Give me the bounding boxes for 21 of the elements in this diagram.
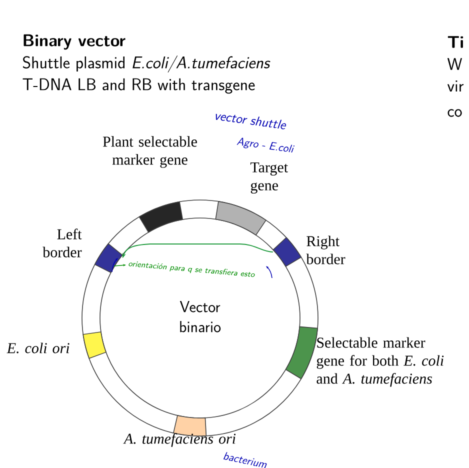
- segment-label: Left border: [42, 228, 82, 258]
- gene-segment: [94, 243, 123, 274]
- handwritten-note: bacterium: [223, 452, 267, 468]
- text-line: W: [447, 58, 462, 70]
- segment-label: Right border: [306, 236, 346, 264]
- handwritten-note: Agro - E.coli: [236, 138, 295, 152]
- gene-segment: [138, 201, 184, 233]
- segment-label: Selectable marker gene for both E. coli and A. tumefaciens: [316, 337, 444, 387]
- segment-label: E. coli ori: [6, 342, 70, 354]
- text-line: vir: [447, 80, 464, 92]
- text-line: Shuttle plasmid E.coli/A.tumefaciens: [22, 56, 270, 72]
- handwritten-note: vector shuttle: [216, 114, 286, 130]
- segment-label: Plant selectable marker gene: [102, 136, 197, 168]
- segment-label: A. tumefaciens ori: [123, 433, 236, 447]
- segment-label: Target gene: [250, 162, 288, 194]
- text-line: T-DNA LB and RB with transgene: [22, 78, 255, 94]
- title: Binary vector: [24, 34, 126, 50]
- gene-segment: [285, 326, 318, 380]
- text-line: co: [448, 109, 462, 117]
- text-line: Ti: [448, 36, 464, 48]
- handwritten-note: orientación para q se transfiera esto: [128, 262, 255, 277]
